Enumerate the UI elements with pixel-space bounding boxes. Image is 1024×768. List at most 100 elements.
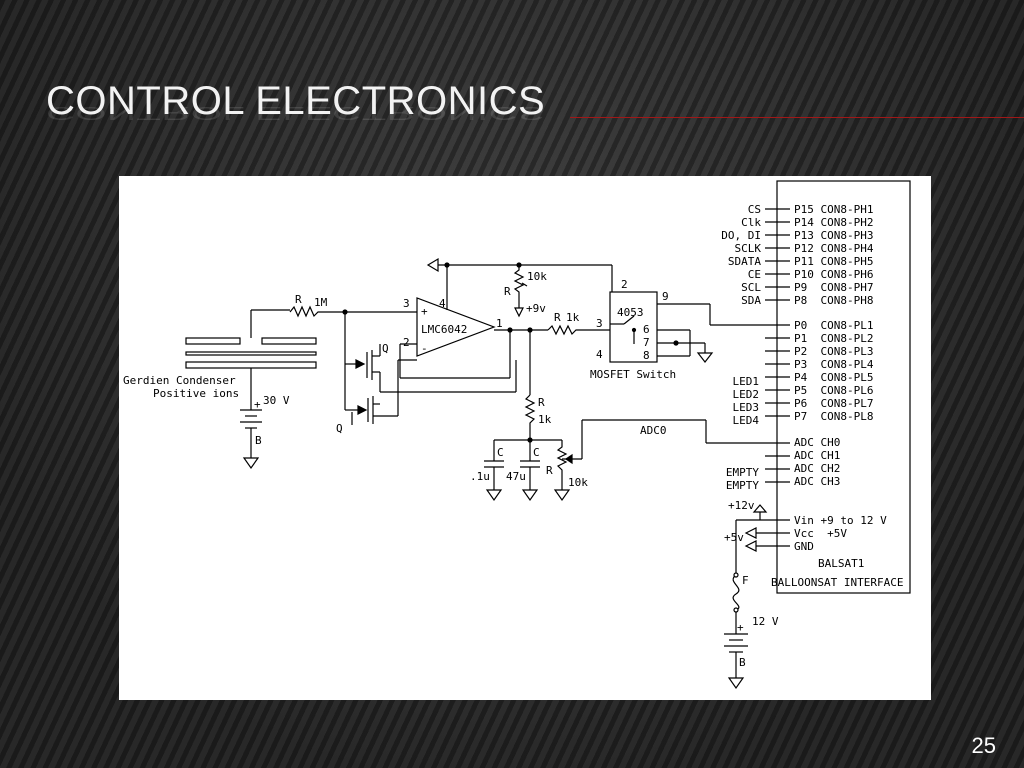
schematic-svg: BALSAT1 BALLOONSAT INTERFACE CS Clk DO, …: [123, 180, 911, 690]
pin-p2: P2 CON8-PL3: [794, 345, 873, 358]
label-cap-47u: 47u: [506, 470, 526, 483]
label-30v: 30 V: [263, 394, 290, 407]
title-underline: [570, 117, 1024, 118]
label-1k-vert: 1k: [538, 413, 552, 426]
opamp-output-wiring: [399, 324, 610, 440]
power-pin-labels: Vin +9 to 12 V Vcc +5V GND +12v +5v: [724, 499, 887, 553]
schematic-diagram: BALSAT1 BALLOONSAT INTERFACE CS Clk DO, …: [119, 176, 931, 700]
label-b-30v: B: [255, 434, 262, 447]
adc-pin-stubs: [765, 455, 790, 483]
battery-12v-icon: [724, 633, 748, 690]
mux-internal-switch: [610, 315, 637, 344]
label-10k-top: 10k: [527, 270, 547, 283]
pin-p11: P11 CON8-PH5: [794, 255, 873, 268]
pin-gnd: GND: [794, 540, 814, 553]
page-number: 25: [971, 733, 996, 758]
pin-p8: P8 CON8-PH8: [794, 294, 873, 307]
mux-pin-9: 9: [662, 290, 669, 303]
label-sclk: SCLK: [735, 242, 762, 255]
label-c2: C: [533, 446, 540, 459]
label-plus9v: +9v: [526, 302, 546, 315]
mosfet-q2-icon: [345, 360, 399, 425]
label-led4: LED4: [733, 414, 760, 427]
balsat-name: BALSAT1: [818, 557, 864, 570]
label-r-1m: R: [295, 293, 302, 306]
label-12v: 12 V: [752, 615, 779, 628]
pin-adc-ch2: ADC CH2: [794, 462, 840, 475]
label-q1: Q: [382, 342, 389, 355]
mux-pin-6: 6: [643, 323, 650, 336]
ph-pin-stubs: [765, 208, 790, 301]
adc-pin-labels: ADC CH0 ADC CH1 ADC CH2 ADC CH3 EMPTY EM…: [726, 436, 840, 492]
opamp-pin-3: 3: [403, 297, 410, 310]
label-sda: SDA: [741, 294, 761, 307]
label-30v-plus: +: [254, 398, 261, 411]
mux-pin-2: 2: [621, 278, 628, 291]
opamp-pin-4: 4: [439, 297, 446, 310]
label-positive-ions: Positive ions: [153, 387, 239, 400]
label-cs: CS: [748, 203, 761, 216]
pin-p13: P13 CON8-PH3: [794, 229, 873, 242]
mux-pin-8: 8: [643, 349, 650, 362]
pin-vin: Vin +9 to 12 V: [794, 514, 887, 527]
pin-p1: P1 CON8-PL2: [794, 332, 873, 345]
label-mosfet-switch: MOSFET Switch: [590, 368, 676, 381]
label-do-di: DO, DI: [721, 229, 761, 242]
pin-adc-ch1: ADC CH1: [794, 449, 840, 462]
label-cap-01u: .1u: [470, 470, 490, 483]
opamp-pin-2: 2: [403, 336, 410, 349]
label-led3: LED3: [733, 401, 760, 414]
label-gerdien-condenser: Gerdien Condenser: [123, 374, 236, 387]
opamp-lmc6042-symbol: [416, 297, 496, 357]
mux-pin-4: 4: [596, 348, 603, 361]
opamp-minus-label: -: [421, 342, 428, 355]
label-1k-mid: 1k: [566, 311, 580, 324]
balsat-block: [776, 180, 911, 594]
label-ce: CE: [748, 268, 761, 281]
label-led1: LED1: [733, 375, 760, 388]
pin-p7: P7 CON8-PL8: [794, 410, 873, 423]
balsat-caption: BALLOONSAT INTERFACE: [771, 576, 903, 589]
pin-p4: P4 CON8-PL5: [794, 371, 873, 384]
pl-pin-stubs: [765, 337, 790, 417]
power-wiring: [735, 504, 790, 575]
label-adc0: ADC0: [640, 424, 667, 437]
label-empty-1: EMPTY: [726, 466, 759, 479]
label-1m: 1M: [314, 296, 328, 309]
filter-network: [484, 419, 790, 502]
slide-title: Control Electronics: [46, 79, 546, 123]
pin-adc-ch3: ADC CH3: [794, 475, 840, 488]
label-q2: Q: [336, 422, 343, 435]
label-clk: Clk: [741, 216, 761, 229]
opamp-pin-1: 1: [496, 317, 503, 330]
battery-30v-icon: [240, 398, 262, 470]
label-lmc6042: LMC6042: [421, 323, 467, 336]
label-r-top: R: [504, 285, 511, 298]
pin-p12: P12 CON8-PH4: [794, 242, 874, 255]
slide-title-reflection: Control Electronics: [46, 102, 546, 123]
mux-pin-labels: 2 9 3 4 6 7 8: [596, 278, 669, 362]
pin-p9: P9 CON8-PH7: [794, 281, 873, 294]
opamp-plus-label: +: [421, 305, 428, 318]
pin-p3: P3 CON8-PL4: [794, 358, 874, 371]
gerdien-condenser-icon: [185, 309, 317, 398]
label-b-12v: B: [739, 656, 746, 669]
pin-vcc: Vcc +5V: [794, 527, 847, 540]
label-12v-plus: +: [737, 621, 744, 634]
pin-p5: P5 CON8-PL6: [794, 384, 873, 397]
label-scl: SCL: [741, 281, 761, 294]
ph-pin-labels: P15 CON8-PH1 P14 CON8-PH2 P13 CON8-PH3 P…: [794, 203, 874, 307]
label-r-mid: R: [554, 311, 561, 324]
fuse-icon: [732, 572, 740, 634]
pl-pin-labels: P0 CON8-PL1 P1 CON8-PL2 P2 CON8-PL3 P3 C…: [794, 319, 874, 423]
mux-pin-7: 7: [643, 336, 650, 349]
label-plus5v: +5v: [724, 531, 744, 544]
label-4053: 4053: [617, 306, 644, 319]
pin-p10: P10 CON8-PH6: [794, 268, 873, 281]
ph-left-labels: CS Clk DO, DI SCLK SDATA CE SCL SDA: [721, 203, 761, 307]
pin-p14: P14 CON8-PH2: [794, 216, 873, 229]
label-led2: LED2: [733, 388, 760, 401]
input-wiring: [289, 305, 417, 410]
label-c1: C: [497, 446, 504, 459]
label-plus12v: +12v: [728, 499, 755, 512]
